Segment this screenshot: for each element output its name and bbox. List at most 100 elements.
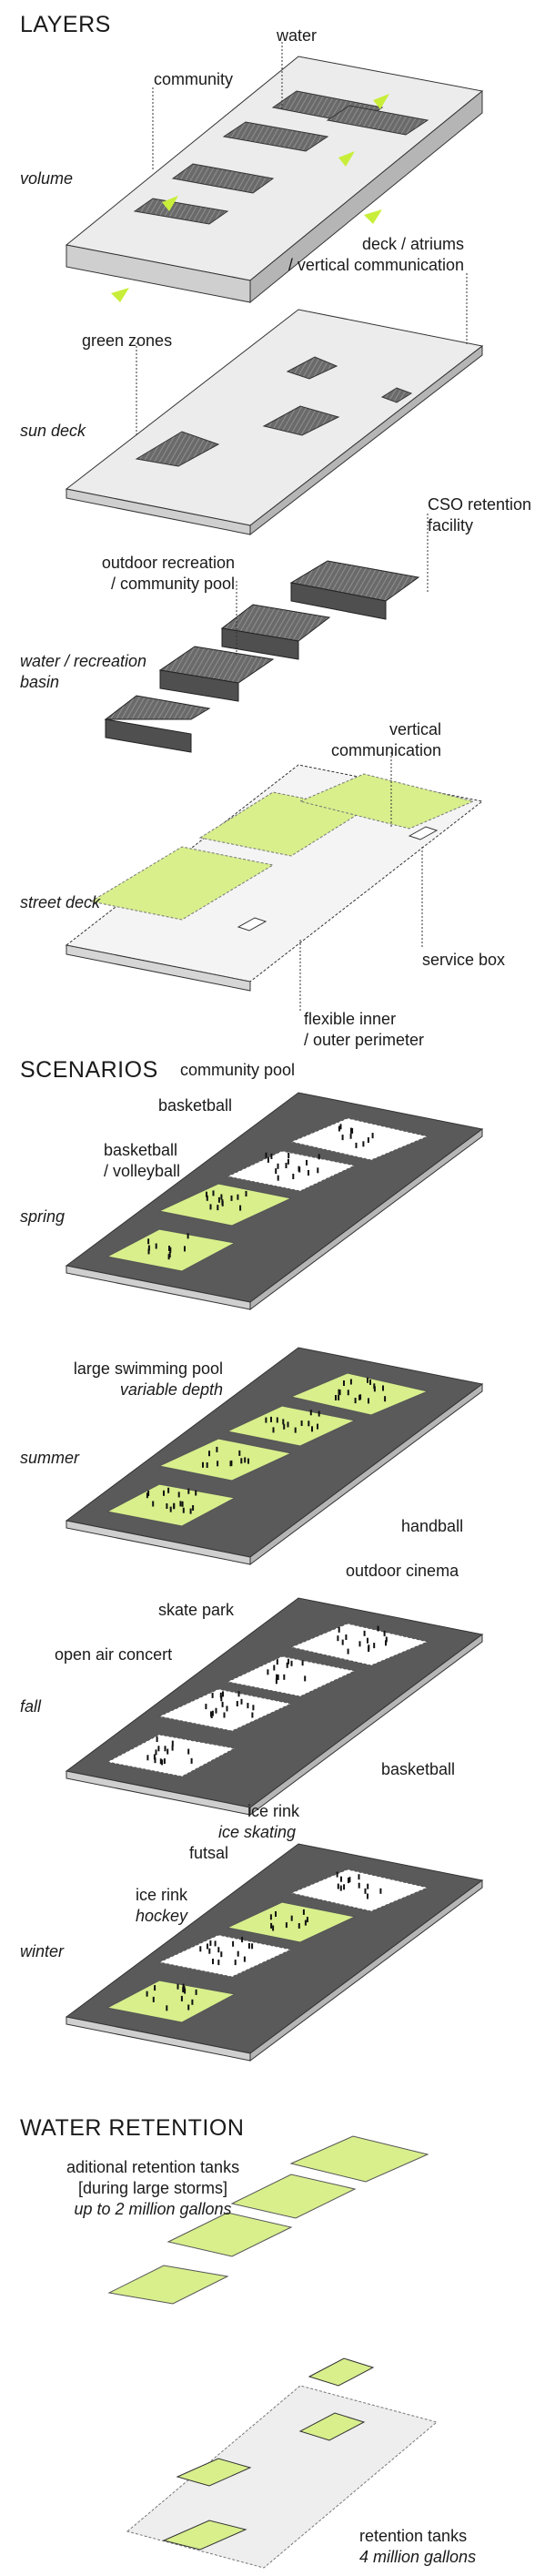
person-figure bbox=[371, 1133, 374, 1139]
person-figure bbox=[190, 1757, 193, 1764]
annotation-two-million-gallons: up to 2 million gallons bbox=[74, 2200, 232, 2218]
person-figure bbox=[276, 1417, 278, 1423]
person-figure bbox=[288, 1153, 290, 1158]
person-figure bbox=[220, 1194, 223, 1200]
person-figure bbox=[282, 1419, 285, 1425]
person-figure bbox=[354, 1398, 357, 1404]
person-figure bbox=[220, 1951, 223, 1958]
annotation-basketball-volleyball: basketball bbox=[104, 1141, 178, 1159]
person-figure bbox=[182, 1507, 185, 1513]
person-figure bbox=[243, 1956, 246, 1962]
person-figure bbox=[168, 1252, 171, 1257]
person-figure bbox=[288, 1658, 289, 1665]
person-figure bbox=[252, 1705, 255, 1711]
person-figure bbox=[272, 1925, 275, 1931]
person-figure bbox=[209, 1940, 212, 1946]
person-figure bbox=[267, 1669, 269, 1675]
person-figure bbox=[276, 1674, 278, 1680]
person-figure bbox=[367, 1637, 368, 1644]
person-figure bbox=[183, 1986, 186, 1991]
activity-zone bbox=[157, 1934, 293, 1978]
person-figure bbox=[232, 1940, 235, 1947]
volume-roof-block bbox=[171, 163, 275, 194]
street-deck-green bbox=[89, 846, 275, 921]
person-figure bbox=[318, 1154, 320, 1160]
person-figure bbox=[217, 1461, 219, 1467]
volume-slab-side bbox=[249, 89, 483, 304]
person-figure bbox=[157, 1746, 160, 1752]
annotation-community-pool: / community pool bbox=[110, 575, 235, 593]
annotation-deck-atriums: deck / atriums bbox=[361, 235, 464, 253]
person-figure bbox=[210, 1713, 213, 1718]
person-figure bbox=[275, 1168, 278, 1175]
person-figure bbox=[367, 1883, 369, 1889]
person-figure bbox=[155, 1749, 157, 1756]
person-figure bbox=[147, 1238, 150, 1245]
person-figure bbox=[367, 1137, 369, 1143]
street-deck-green bbox=[298, 773, 475, 830]
person-figure bbox=[351, 1127, 354, 1134]
person-figure bbox=[195, 1490, 197, 1496]
person-figure bbox=[169, 1247, 172, 1253]
person-figure bbox=[308, 1420, 310, 1427]
person-figure bbox=[270, 1922, 273, 1929]
person-figure bbox=[339, 1885, 342, 1891]
annotation-large-storms: [during large storms] bbox=[77, 2179, 228, 2197]
person-figure bbox=[220, 1695, 223, 1702]
person-figure bbox=[155, 1243, 157, 1249]
person-figure bbox=[337, 1883, 339, 1889]
person-figure bbox=[277, 1675, 279, 1680]
person-figure bbox=[211, 1692, 214, 1698]
volume-layer bbox=[65, 56, 484, 304]
section-title-layers: LAYERS bbox=[20, 12, 111, 37]
person-figure bbox=[187, 1233, 189, 1239]
season-plate-side bbox=[249, 1879, 483, 2062]
basin-front bbox=[105, 718, 192, 753]
person-figure bbox=[306, 1159, 308, 1166]
annotation-flexible-inner: flexible inner bbox=[304, 1010, 397, 1028]
person-figure bbox=[169, 1506, 172, 1512]
person-figure bbox=[221, 1199, 224, 1206]
person-figure bbox=[219, 1692, 222, 1698]
section-title-water-retention: WATER RETENTION bbox=[20, 2115, 245, 2141]
person-figure bbox=[245, 1191, 247, 1196]
person-figure bbox=[234, 1960, 237, 1966]
person-figure bbox=[286, 1662, 288, 1668]
person-figure bbox=[349, 1379, 352, 1385]
layer-label-water-recreation: water / recreation bbox=[20, 652, 147, 670]
person-figure bbox=[358, 1394, 361, 1400]
activity-zone bbox=[106, 1734, 237, 1777]
person-figure bbox=[247, 1943, 250, 1949]
person-figure bbox=[240, 1458, 243, 1464]
person-figure bbox=[269, 1914, 272, 1920]
annotation-service-box: service box bbox=[422, 951, 506, 969]
person-figure bbox=[207, 1943, 208, 1950]
annotation-vertical-communication: / vertical communication bbox=[288, 256, 464, 274]
person-figure bbox=[251, 1712, 254, 1718]
person-figure bbox=[153, 1754, 156, 1760]
annotation-skate-park: skate park bbox=[158, 1601, 235, 1619]
volume-roof-block bbox=[133, 198, 229, 225]
person-figure bbox=[187, 1748, 190, 1755]
volume-roof-block bbox=[222, 121, 329, 152]
person-figure bbox=[300, 1420, 303, 1426]
person-figure bbox=[205, 1704, 207, 1710]
green-marker-icon bbox=[338, 151, 355, 167]
person-figure bbox=[347, 1648, 349, 1655]
activity-zone bbox=[226, 1655, 357, 1697]
street-deck-layer bbox=[65, 764, 484, 992]
activity-zone bbox=[289, 1117, 429, 1161]
annotation-ice-rink: ice rink bbox=[247, 1802, 300, 1820]
activity-zone bbox=[106, 1980, 237, 2023]
person-figure bbox=[358, 1874, 360, 1880]
annotation-outer-perimeter: / outer perimeter bbox=[304, 1031, 425, 1049]
person-figure bbox=[229, 1461, 232, 1467]
person-figure bbox=[338, 1389, 340, 1395]
annotation-volleyball: / volleyball bbox=[104, 1162, 181, 1180]
person-figure bbox=[163, 1490, 165, 1496]
retention-lower-tanks bbox=[126, 2357, 439, 2569]
person-figure bbox=[179, 1501, 182, 1507]
sun-deck-side bbox=[249, 344, 483, 536]
person-figure bbox=[362, 1141, 365, 1147]
